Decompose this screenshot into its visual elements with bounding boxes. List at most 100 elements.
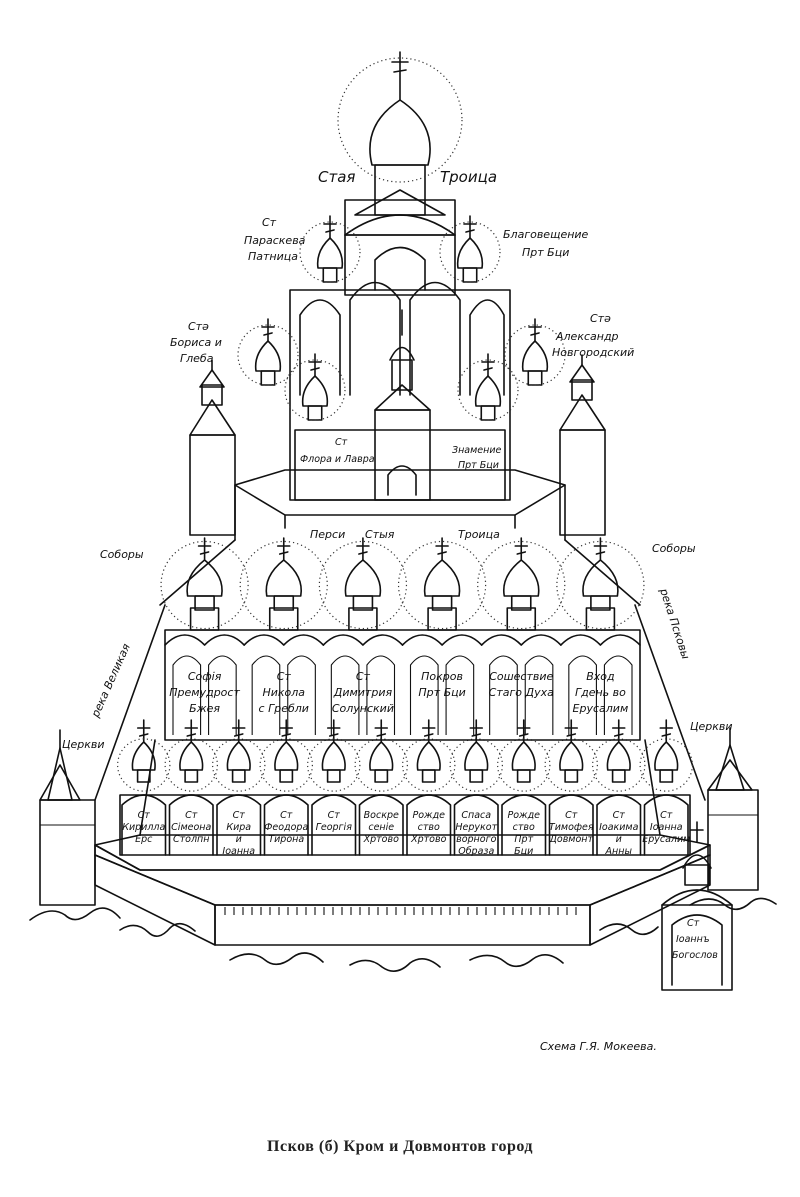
svg-text:Ст: Ст [335, 437, 348, 448]
fortress-wall [94, 604, 711, 946]
church-label-line: Анны [605, 846, 633, 857]
church-6 [354, 719, 408, 856]
church-5 [307, 719, 361, 856]
paraskeva-label: Ст Параскева Патница [244, 216, 306, 263]
church-label-line: Ерс [135, 834, 153, 845]
right-corner-tower [707, 727, 759, 891]
znamenie-label: Знамение Прт Бци [452, 445, 502, 471]
upper-dome-6 [457, 353, 519, 421]
church-label-line: ство [418, 822, 440, 833]
church-label-line: Феодора [264, 822, 308, 833]
alexander-label: Стә Александр Новгородский [552, 312, 634, 359]
svg-text:Знамение: Знамение [452, 445, 502, 456]
upper-dome-3 [237, 318, 299, 386]
church-4 [259, 719, 313, 856]
church-label-line: и [236, 834, 242, 845]
church-label-line: Ст [613, 810, 626, 821]
church-label-line: Ст [280, 810, 293, 821]
cathedral-label-line: Ст [356, 670, 371, 683]
church-label-line: ворного [456, 834, 496, 845]
svg-text:Перси: Перси [310, 528, 345, 541]
church-label-line: Хртово [363, 834, 399, 845]
church-label-line: Ст [660, 810, 673, 821]
svg-text:Благовещение: Благовещение [503, 228, 589, 241]
church-10 [544, 719, 598, 856]
svg-text:Бориса и: Бориса и [170, 336, 222, 349]
cathedral-1 [160, 537, 249, 735]
church-label-line: Іоакима [599, 822, 639, 833]
church-label-line: Прт [514, 834, 533, 845]
cathedral-4 [397, 537, 487, 735]
cathedral-label-line: Сошествие [489, 670, 553, 683]
svg-text:Стә: Стә [188, 320, 209, 333]
trinity-label-left: Стая [318, 168, 355, 186]
sobory-label-left: Соборы [100, 548, 144, 561]
church-row [117, 719, 693, 856]
cathedral-label-line: Прт Бци [418, 686, 465, 699]
cathedral-label-line: Ст [277, 670, 292, 683]
church-labels: СтКириллаЕрсСтСімеонаСтолпнСтКираиІоанна… [122, 810, 690, 857]
church-label-line: Кира [226, 822, 251, 833]
cathedral-label-line: Стаго Духа [489, 686, 554, 699]
cathedral-label-line: Ерусалим [573, 702, 629, 715]
sobory-label-right: Соборы [652, 542, 696, 555]
svg-text:Флора и Лавра: Флора и Лавра [300, 454, 375, 465]
upper-dome-4 [504, 318, 566, 386]
cathedral-label-line: Бжея [189, 702, 220, 715]
church-label-line: Довмонт [548, 834, 593, 845]
church-label-line: Ст [565, 810, 578, 821]
church-label-line: Ст [185, 810, 198, 821]
wall-words: Перси Стыя Троица [310, 528, 500, 541]
church-label-line: Рожде [507, 810, 540, 821]
church-8 [449, 719, 503, 856]
church-9 [497, 719, 551, 856]
upper-dome-5 [284, 353, 346, 421]
church-label-line: Нерукот [455, 822, 497, 833]
cathedral-label-line: Покров [421, 670, 463, 683]
church-12 [639, 719, 693, 856]
svg-text:Стыя: Стыя [365, 528, 395, 541]
rocky-ground [29, 897, 777, 972]
church-label-line: Ерусалим [642, 834, 690, 845]
church-label-line: Ст [233, 810, 246, 821]
church-label-line: Іоанна [222, 846, 255, 857]
cathedral-2 [239, 537, 328, 735]
cathedral-row [160, 537, 645, 741]
church-1 [117, 719, 171, 856]
church-label-line: и [616, 834, 622, 845]
cathedral-label-line: Вход [586, 670, 614, 683]
svg-text:Ст: Ст [262, 216, 277, 229]
cathedral-5 [477, 537, 566, 735]
church-label-line: ство [513, 822, 535, 833]
svg-text:Глеба: Глеба [180, 352, 214, 365]
cathedral-label-line: Димитрия [333, 686, 393, 699]
cathedral-3 [318, 537, 408, 735]
left-corner-tower [39, 729, 96, 906]
cathedral-6 [556, 537, 645, 735]
church-label-line: Рожде [412, 810, 445, 821]
svg-text:Іоаннъ: Іоаннъ [676, 934, 710, 945]
upper-kremlin [159, 51, 641, 606]
flor-lavr-label: Ст Флора и Лавра [300, 437, 375, 465]
svg-text:Параскева: Параскева [244, 234, 306, 247]
svg-text:Прт Бци: Прт Бци [458, 460, 499, 471]
church-label-line: Георгія [316, 822, 353, 833]
outer-church-label: Ст Іоаннъ Богослов [672, 918, 718, 961]
upper-dome-1 [299, 215, 361, 283]
svg-text:Стә: Стә [590, 312, 611, 325]
figure-caption: Псков (б) Кром и Довмонтов город [267, 1138, 533, 1155]
church-label-line: сеніе [368, 822, 394, 833]
svg-text:Новгородский: Новгородский [552, 346, 634, 359]
svg-text:Патница: Патница [248, 250, 298, 263]
